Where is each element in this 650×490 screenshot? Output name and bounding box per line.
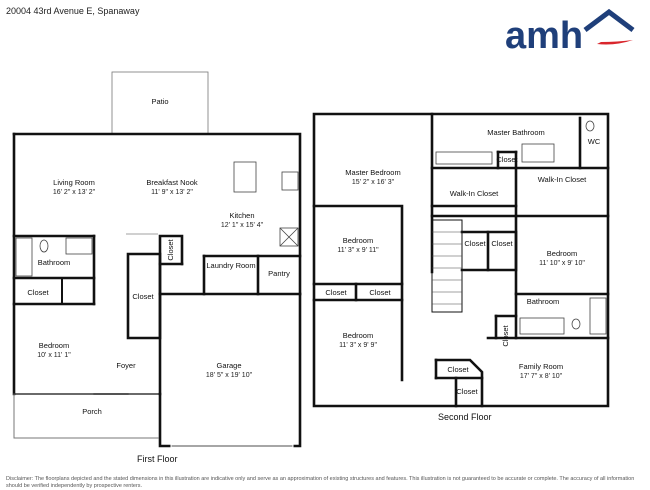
room-label-closet: Closet bbox=[456, 387, 478, 396]
room-dims-bedroom: 10' x 11' 1" bbox=[37, 352, 71, 359]
room-label-walk-in-closet: Walk-In Closet bbox=[450, 189, 499, 198]
room-label-bathroom: Bathroom bbox=[527, 297, 560, 306]
room-label-foyer: Foyer bbox=[116, 361, 136, 370]
vanity-icon bbox=[435, 151, 493, 165]
room-label-pantry: Pantry bbox=[268, 269, 290, 278]
room-label-bedroom: Bedroom bbox=[39, 341, 69, 350]
room-label-family: Family Room bbox=[519, 362, 563, 371]
toilet-icon bbox=[39, 239, 49, 253]
room-label-closet: Closet bbox=[464, 239, 486, 248]
room-label-bedroom: Bedroom bbox=[343, 236, 373, 245]
toilet-icon bbox=[571, 318, 581, 330]
room-label-closet: Closet bbox=[496, 155, 518, 164]
staircase bbox=[431, 219, 463, 313]
vanity-icon bbox=[65, 237, 93, 255]
fixtures bbox=[15, 120, 607, 335]
fridge-icon bbox=[279, 227, 299, 247]
room-dims-bedroom: 11' 3" x 9' 11" bbox=[337, 247, 379, 254]
room-label-bedroom: Bedroom bbox=[547, 249, 577, 258]
shower-icon bbox=[521, 143, 555, 163]
room-label-patio: Patio bbox=[151, 97, 168, 106]
room-label-master-bath: Master Bathroom bbox=[487, 128, 545, 137]
room-label-closet: Closet bbox=[369, 288, 391, 297]
logo-text: amh bbox=[505, 15, 583, 52]
room-label-closet: Closet bbox=[491, 239, 513, 248]
house-roof-icon bbox=[583, 8, 635, 45]
room-label-closet: Closet bbox=[166, 238, 175, 260]
first-floor-label: First Floor bbox=[137, 454, 178, 464]
room-label-bedroom: Bedroom bbox=[343, 331, 373, 340]
property-address: 20004 43rd Avenue E, Spanaway bbox=[6, 6, 140, 16]
disclaimer: Disclaimer: The floorplans depicted and … bbox=[6, 476, 635, 489]
room-label-garage: Garage bbox=[216, 361, 241, 370]
first-floor-outer-wall bbox=[12, 132, 302, 296]
room-dims-kitchen: 12' 1" x 15' 4" bbox=[221, 222, 264, 229]
room-label-closet: Closet bbox=[447, 365, 469, 374]
room-dims-bedroom: 11' 10" x 9' 10" bbox=[539, 260, 585, 267]
room-label-closet: Closet bbox=[27, 288, 49, 297]
room-label-kitchen: Kitchen bbox=[229, 211, 254, 220]
second-floor-outer-wall bbox=[312, 112, 610, 408]
range-icon bbox=[281, 171, 299, 191]
room-label-living: Living Room bbox=[53, 178, 95, 187]
room-dims-family: 17' 7" x 8' 10" bbox=[520, 373, 563, 380]
tub-icon bbox=[589, 297, 607, 335]
room-label-closet: Closet bbox=[325, 288, 347, 297]
room-label-nook: Breakfast Nook bbox=[146, 178, 198, 187]
room-label-wc: WC bbox=[588, 137, 601, 146]
room-dims-garage: 18' 5" x 19' 10" bbox=[206, 372, 253, 379]
room-label-closet: Closet bbox=[501, 324, 510, 346]
amh-logo: amh bbox=[505, 8, 635, 52]
second-floor-label: Second Floor bbox=[438, 412, 492, 422]
room-dims-living: 16' 2" x 13' 2" bbox=[53, 189, 96, 196]
room-label-master-bed: Master Bedroom bbox=[345, 168, 400, 177]
room-label-porch: Porch bbox=[82, 407, 102, 416]
room-dims-master-bed: 15' 2" x 16' 3" bbox=[352, 179, 395, 186]
room-dims-bedroom: 11' 3" x 9' 9" bbox=[339, 342, 377, 349]
porch-outline bbox=[13, 393, 159, 439]
room-label-walk-in-closet: Walk-In Closet bbox=[538, 175, 587, 184]
tub-icon bbox=[15, 237, 33, 277]
room-label-bathroom: Bathroom bbox=[38, 258, 71, 267]
kitchen-island bbox=[233, 161, 257, 193]
toilet-icon bbox=[585, 120, 595, 132]
room-label-laundry: Laundry Room bbox=[206, 261, 255, 270]
room-dims-nook: 11' 9" x 13' 2" bbox=[151, 189, 193, 196]
vanity-icon bbox=[519, 317, 565, 335]
room-label-closet: Closet bbox=[132, 292, 154, 301]
